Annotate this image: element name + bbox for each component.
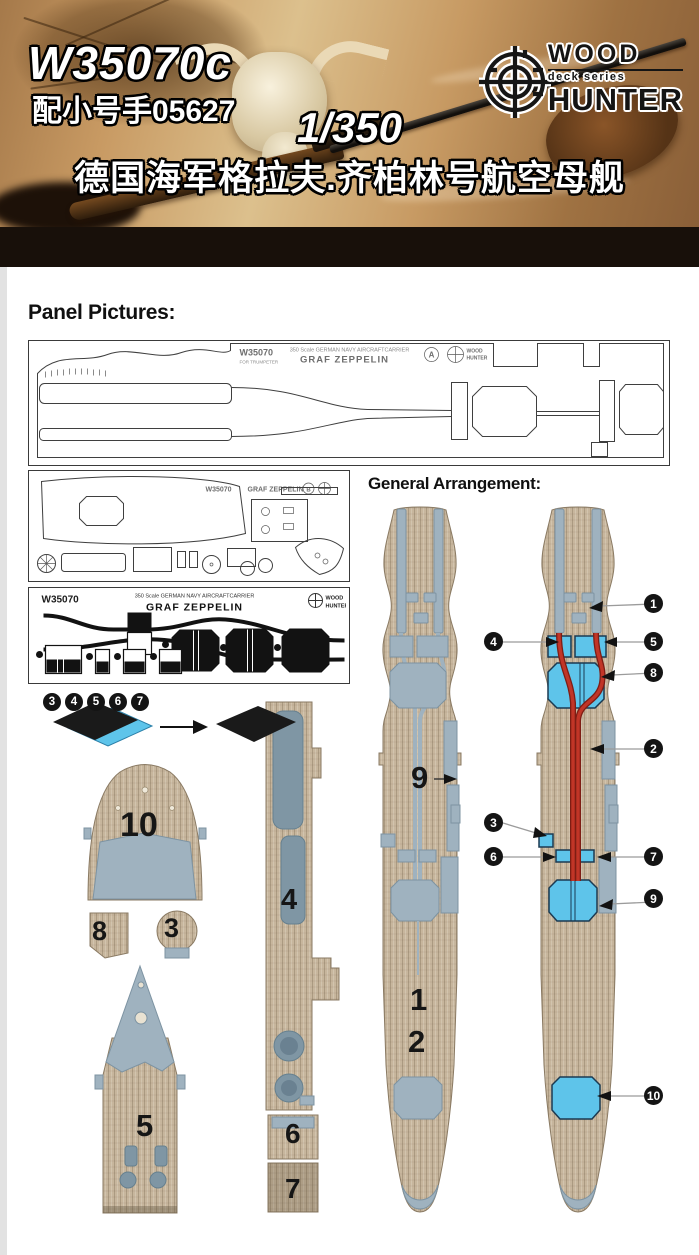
- divider-bar: [0, 227, 699, 267]
- sheet-b-plate: B: [306, 488, 311, 494]
- sheet-a-scale-line: 350 Scale GERMAN NAVY AIRCRAFTCARRIER: [290, 348, 410, 354]
- sheet-a-code: W35070: [240, 348, 274, 358]
- sheet-a-drawing: W35070 FOR TRUMPETER 350 Scale GERMAN NA…: [37, 343, 664, 458]
- general-arrangement-heading: General Arrangement:: [368, 474, 541, 493]
- logo-hunter-text: HUNTER: [547, 82, 683, 117]
- compatibility-note: 配小号手05627: [32, 95, 236, 128]
- sheet-c-drawing: W35070 350 Scale GERMAN NAVY AIRCRAFTCAR…: [36, 593, 347, 675]
- callout-1: 1: [644, 594, 663, 613]
- legend-peel-diagram: [53, 702, 296, 747]
- legend-number-6: 6: [109, 693, 127, 711]
- deck-piece-8: [89, 912, 129, 959]
- sheet-b-name: GRAF ZEPPELIN: [248, 487, 304, 494]
- callout-4: 4: [484, 632, 503, 651]
- banner-photo: W35070c 配小号手05627 1/350 德国海军格拉夫.齐柏林号航空母舰…: [0, 0, 699, 227]
- callout-5: 5: [644, 632, 663, 651]
- panel-sheet-b: W35070 GRAF ZEPPELIN B: [28, 470, 350, 582]
- legend-number-4: 4: [65, 693, 83, 711]
- ship-label-2: 2: [408, 1024, 426, 1059]
- ship-annotated-view: [537, 507, 619, 1212]
- sheet-c-scale-line: 350 Scale GERMAN NAVY AIRCRAFTCARRIER: [135, 594, 255, 600]
- product-code: W35070c: [28, 37, 232, 89]
- callout-9: 9: [644, 889, 663, 908]
- sheet-c-logo-hunter: HUNTER: [326, 604, 347, 610]
- panel-sheet-c: W35070 350 Scale GERMAN NAVY AIRCRAFTCAR…: [28, 587, 350, 684]
- deck-piece-4-strip: [265, 701, 340, 1111]
- sheet-c-name: GRAF ZEPPELIN: [146, 602, 243, 614]
- sheet-a-logo-hunter: HUNTER: [467, 356, 488, 362]
- ship-plain-view: [379, 507, 461, 1212]
- callout-10: 10: [644, 1086, 663, 1105]
- piece-label-7: 7: [285, 1173, 301, 1204]
- sheet-c-code: W35070: [42, 595, 80, 606]
- ship-label-9: 9: [411, 760, 429, 795]
- callout-8: 8: [644, 663, 663, 682]
- panel-sheet-a: W35070 FOR TRUMPETER 350 Scale GERMAN NA…: [28, 340, 670, 466]
- sheet-a-plate: A: [429, 351, 435, 360]
- sheet-a-for: FOR TRUMPETER: [240, 360, 279, 365]
- deck-piece-7: [267, 1162, 319, 1213]
- piece-label-3: 3: [164, 913, 180, 943]
- general-arrangement-canvas: [53, 495, 655, 1214]
- arresting-wires-red: [556, 632, 606, 881]
- page-edge-shadow: [0, 267, 7, 1255]
- sheet-b-drawing: W35070 GRAF ZEPPELIN B: [37, 475, 345, 576]
- callout-7: 7: [644, 847, 663, 866]
- callout-6: 6: [484, 847, 503, 866]
- scope-crosshair-icon: [478, 46, 551, 118]
- sheet-a-logo-wood: WOOD: [467, 349, 483, 355]
- legend-number-5: 5: [87, 693, 105, 711]
- deck-piece-10: [83, 764, 207, 901]
- deck-piece-3: [156, 910, 198, 959]
- panel-pictures-heading: Panel Pictures:: [28, 301, 176, 324]
- wood-hunter-logo: WOOD deck series HUNTER: [476, 40, 683, 124]
- piece-label-8: 8: [92, 916, 108, 946]
- piece-label-10: 10: [120, 806, 158, 844]
- product-title-cn: 德国海军格拉夫.齐柏林号航空母舰: [74, 159, 625, 198]
- piece-label-4: 4: [281, 884, 298, 916]
- deck-piece-5: [94, 964, 186, 1214]
- piece-label-6: 6: [285, 1118, 301, 1149]
- scale-label: 1/350: [296, 104, 403, 151]
- sheet-a-name: GRAF ZEPPELIN: [300, 355, 389, 366]
- logo-series-text: deck series: [547, 69, 683, 83]
- callout-2: 2: [644, 739, 663, 758]
- piece-label-5: 5: [136, 1108, 154, 1143]
- sheet-c-logo-wood: WOOD: [326, 596, 344, 602]
- legend-number-3: 3: [43, 693, 61, 711]
- logo-wood-text: WOOD: [547, 40, 641, 68]
- ship-label-1: 1: [410, 982, 428, 1017]
- callout-3: 3: [484, 813, 503, 832]
- legend-number-7: 7: [131, 693, 149, 711]
- sheet-b-code: W35070: [206, 487, 232, 494]
- deck-piece-6: [267, 1114, 319, 1160]
